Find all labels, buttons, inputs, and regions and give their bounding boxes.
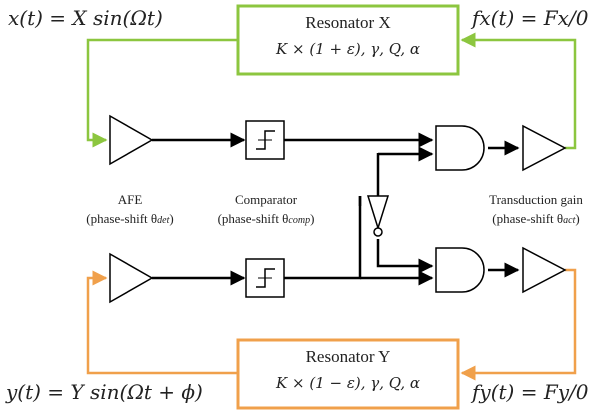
resonator-y-box: [236, 338, 460, 410]
comparator-phase: (phase-shift θcomp): [217, 211, 315, 226]
transduction-label: Transduction gain: [489, 192, 583, 207]
y-force-equation: fy(t) = Fy/0: [472, 380, 589, 404]
comparator-caption: Comparator (phase-shift θcomp): [196, 190, 336, 230]
resonator-x-params: K × (1 + ε), γ, Q, α: [276, 40, 420, 58]
and-gate-y: [435, 247, 485, 293]
transduction-y-amplifier: [522, 246, 567, 294]
comparator-y: [245, 258, 285, 298]
afe-caption: AFE (phase-shift θdet): [60, 190, 200, 230]
signal-wires: [152, 132, 520, 286]
x-force-equation: fx(t) = Fx/0: [472, 6, 589, 30]
transduction-x-amplifier: [522, 124, 567, 172]
inverter: [366, 195, 390, 237]
y-input-equation: y(t) = Y sin(Ωt + ϕ): [6, 380, 203, 404]
resonator-y-params: K × (1 − ε), γ, Q, α: [276, 374, 420, 392]
y-loop-wires: [86, 268, 577, 381]
resonator-x-title: Resonator X: [305, 13, 391, 32]
x-loop-wires: [86, 32, 577, 150]
x-input-equation: x(t) = X sin(Ωt): [8, 6, 163, 30]
resonator-y-title: Resonator Y: [305, 347, 391, 366]
and-gate-x: [435, 125, 485, 171]
afe-x-amplifier: [109, 114, 154, 166]
transduction-caption: Transduction gain (phase-shift θact): [470, 190, 602, 230]
transduction-phase: (phase-shift θact): [492, 211, 580, 226]
comparator-label: Comparator: [234, 192, 298, 207]
afe-label: AFE: [117, 192, 143, 207]
afe-phase: (phase-shift θdet): [86, 211, 174, 226]
comparator-x: [245, 120, 285, 160]
afe-y-amplifier: [109, 252, 154, 304]
